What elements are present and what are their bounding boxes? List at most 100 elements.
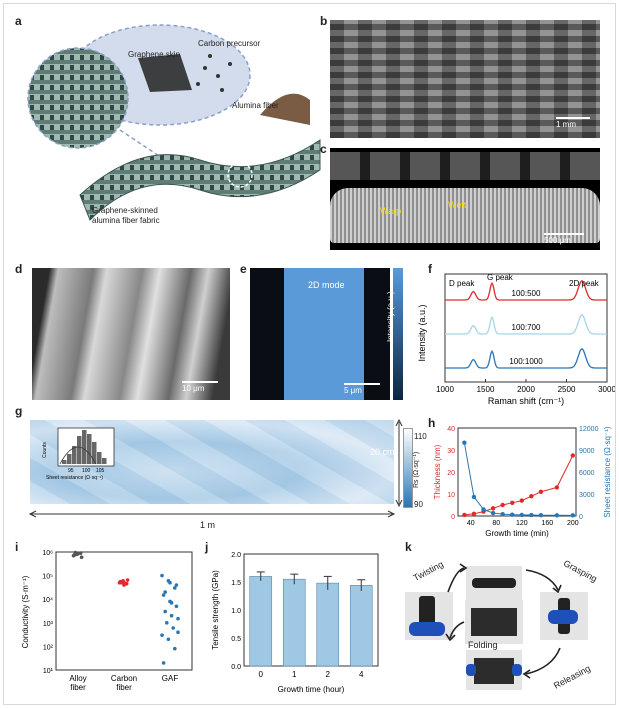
panel-c-sem-image: Warp Weft 500 μm — [330, 148, 600, 250]
i-point-0-4 — [76, 551, 80, 556]
i-point-2-3 — [161, 593, 166, 597]
label-c: c — [320, 142, 327, 156]
fabric-label-line2: alumina fiber fabric — [92, 216, 160, 225]
h-point-1-8 — [538, 512, 544, 518]
h-ytick-0: 0 — [451, 514, 455, 521]
i-point-0-5 — [79, 555, 84, 560]
i-point-1-6 — [119, 580, 124, 585]
photo-releasing — [466, 650, 522, 690]
figure-frame — [3, 3, 616, 705]
fabric-label-line1: Graphene-skinned — [92, 206, 158, 215]
i-ytick-2: 10³ — [43, 621, 54, 628]
h-ytick-4: 40 — [447, 426, 455, 433]
i-point-0-2 — [78, 551, 83, 555]
h-ytick-1: 10 — [447, 492, 455, 499]
h-xtick-2: 120 — [516, 520, 528, 527]
h-xtick-3: 160 — [541, 520, 553, 527]
histogram-bar-8 — [102, 458, 107, 464]
h-point-0-6 — [519, 498, 524, 503]
scale-bar-b: 1 mm — [556, 117, 590, 129]
photo-twisting — [466, 566, 522, 600]
h-y2tick-2: 6000 — [579, 470, 595, 477]
h-xtick-0: 40 — [467, 520, 475, 527]
intensity-colorbar — [393, 268, 403, 400]
h-y2tick-3: 9000 — [579, 448, 595, 455]
label-b: b — [320, 14, 328, 28]
panel-e-raman-map: 2D mode 5 μm — [250, 268, 390, 400]
i-point-2-11 — [160, 633, 164, 637]
i-point-2-13 — [173, 646, 177, 651]
h-y2label: Sheet resistance (Ω·sq⁻¹) — [603, 426, 612, 517]
h-line-1 — [463, 442, 573, 516]
raman-xtick-label-4: 3000 — [598, 385, 615, 394]
h-point-1-3 — [490, 510, 496, 516]
i-category-1-0: Carbon — [111, 674, 137, 683]
i-category-1-1: fiber — [116, 683, 132, 692]
j-xlabel: Growth time (hour) — [278, 685, 345, 694]
label-j: j — [205, 540, 209, 554]
panel-b-sem-image: 1 mm — [330, 20, 600, 138]
fabric-circle — [27, 47, 129, 149]
carbon-precursor-dots — [196, 54, 232, 92]
i-point-0-6 — [73, 550, 78, 555]
h-point-1-9 — [554, 513, 560, 518]
i-ytick-5: 10⁶ — [42, 550, 53, 557]
raman-series-1 — [445, 314, 607, 335]
raman-series-label-0: 100:500 — [512, 289, 541, 298]
i-category-0-1: fiber — [70, 683, 86, 692]
rs-colorbar-min: 90 — [414, 500, 423, 509]
j-ylabel: Tensile strength (GPa) — [211, 570, 220, 650]
i-point-2-6 — [163, 609, 167, 614]
j-xtick-0: 0 — [259, 670, 264, 679]
histogram-tick-1: 100 — [82, 468, 91, 474]
g-peak-label: G peak — [487, 273, 514, 282]
raman-xlabel: Raman shift (cm⁻¹) — [488, 396, 564, 406]
manipulation-arrows — [445, 563, 562, 679]
histogram-bar-0 — [62, 460, 67, 464]
conductivity-chart: 10¹10²10³10⁴10⁵10⁶AlloyfiberCarbonfiberG… — [21, 550, 193, 692]
i-point-2-5 — [174, 604, 179, 609]
h-xtick-4: 200 — [567, 520, 579, 527]
h-y2tick-0: 0 — [579, 514, 583, 521]
i-plot-frame — [55, 551, 193, 671]
d-peak-label: D peak — [449, 279, 475, 288]
j-ytick-4: 2.0 — [231, 552, 241, 559]
zoom-connector — [119, 129, 181, 171]
h-point-1-6 — [519, 512, 524, 518]
length-arrow — [28, 510, 396, 518]
j-ytick-1: 0.5 — [231, 636, 241, 643]
photo-flat-fabric — [465, 600, 523, 644]
h-point-0-10 — [570, 453, 576, 458]
photo-grasping — [540, 592, 588, 640]
fabric-sheet — [79, 139, 321, 221]
h-point-0-8 — [538, 489, 544, 494]
h-point-0-9 — [554, 485, 560, 490]
h-ylabel: Thickness (nm) — [433, 444, 442, 499]
scale-bar-c: 500 μm — [544, 233, 584, 245]
label-d: d — [15, 262, 23, 276]
mode-label: 2D mode — [308, 280, 345, 290]
alumina-fiber-shape — [260, 93, 310, 125]
scale-bar-d: 10 μm — [182, 381, 218, 393]
j-ytick-2: 1.0 — [231, 608, 241, 615]
carbon-precursor-label: Carbon precursor — [198, 39, 261, 48]
panel-d-sem-image: 10 μm — [32, 268, 230, 400]
h-xlabel: Growth time (min) — [485, 529, 549, 538]
weft-label: Weft — [448, 200, 467, 210]
histogram-bar-5 — [87, 434, 92, 464]
histogram-bar-6 — [92, 442, 97, 464]
histogram-xlabel: Sheet resistance (Ω·sq⁻¹) — [46, 475, 103, 481]
i-point-2-19 — [176, 630, 180, 634]
rs-colorbar — [403, 428, 413, 508]
i-category-2-0: GAF — [162, 674, 179, 683]
i-point-2-17 — [163, 590, 167, 594]
width-label: 20 cm — [370, 447, 395, 457]
h-point-0-3 — [490, 506, 496, 511]
raman-ylabel: Intensity (a.u.) — [417, 304, 427, 361]
i-ytick-4: 10⁵ — [42, 574, 53, 581]
h-point-1-0 — [462, 440, 467, 445]
h-point-1-1 — [471, 494, 477, 500]
peak-2d-label: 2D peak — [569, 279, 600, 288]
graphene-sheet — [138, 54, 192, 92]
